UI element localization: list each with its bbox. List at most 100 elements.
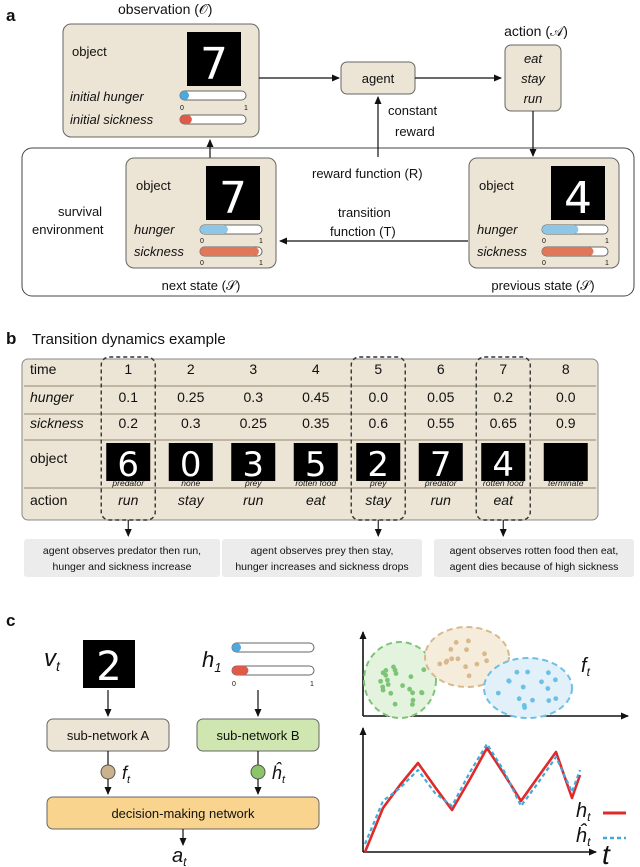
- h-hat-node: [250, 764, 266, 780]
- initial-sickness-bar: [179, 114, 247, 125]
- next-state-label: next state (𝒮): [162, 278, 241, 293]
- blue-point: [553, 677, 558, 683]
- cell-hunger: 0.25: [177, 389, 204, 405]
- object-digit-image: [418, 443, 463, 481]
- cell-hunger: 0.1: [119, 389, 139, 405]
- object-caption: prey: [244, 478, 262, 488]
- action-title: action (𝒜): [504, 23, 568, 39]
- cluster-points: [378, 638, 559, 710]
- h1-label: h1: [202, 647, 221, 675]
- previous-state-digit: 4: [564, 173, 592, 224]
- row-label-object: object: [30, 450, 67, 466]
- previous-state-hunger-label: hunger: [477, 222, 518, 237]
- object-digit-image: [543, 443, 588, 481]
- agent-label: agent: [362, 71, 395, 86]
- object-digit: 5: [305, 445, 327, 485]
- previous-state-object-label: object: [479, 178, 514, 193]
- cell-sickness: 0.3: [181, 415, 201, 431]
- row-label-time: time: [30, 361, 57, 377]
- blue-point: [516, 696, 522, 702]
- blue-point: [545, 686, 551, 691]
- green-point: [383, 672, 389, 678]
- scatter-f-t-label: ft: [581, 655, 591, 679]
- panel-c: c vt 2 h1 0 1 sub-network A sub-network …: [6, 611, 629, 867]
- object-digit: 2: [367, 445, 389, 485]
- cell-sickness: 0.2: [119, 415, 139, 431]
- green-cluster: [363, 641, 437, 719]
- tan-point: [464, 647, 469, 653]
- dynamics-table-columns: 10.10.26predatorrun20.250.30nonestay30.3…: [106, 361, 588, 508]
- cell-time: 8: [562, 361, 570, 377]
- green-point: [410, 697, 416, 703]
- panel-c-label: c: [6, 611, 15, 630]
- object-digit: 6: [117, 445, 139, 485]
- h-t-line: [363, 746, 582, 853]
- object-digit-image: [356, 443, 401, 481]
- cell-sickness: 0.6: [369, 415, 389, 431]
- bar-bottom-level-fill: [232, 666, 249, 675]
- t-axis-label: t: [602, 839, 611, 867]
- blue-point: [530, 697, 535, 703]
- note-line-1: agent observes rotten food then eat,: [450, 545, 619, 557]
- scale-min: 0: [200, 238, 204, 245]
- scale-min: 0: [542, 238, 546, 245]
- scale-max: 1: [259, 238, 263, 245]
- scale-min: 0: [200, 260, 204, 267]
- cell-sickness: 0.35: [302, 415, 329, 431]
- observation-title: observation (𝒪): [118, 1, 212, 17]
- cell-hunger: 0.0: [369, 389, 389, 405]
- cell-hunger: 0.2: [494, 389, 514, 405]
- panel-b: b Transition dynamics example timehunger…: [6, 329, 634, 577]
- scale-min: 0: [542, 260, 546, 267]
- previous-state-digit-image: [551, 166, 605, 220]
- cell-sickness: 0.65: [490, 415, 517, 431]
- scale-max: 1: [605, 260, 609, 267]
- next-state-hunger-label: hunger: [134, 222, 175, 237]
- object-caption: none: [181, 478, 200, 488]
- object-caption: predator: [111, 478, 145, 488]
- object-digit: 4: [492, 445, 514, 485]
- initial-sickness-level-fill: [180, 115, 192, 124]
- blue-point: [525, 669, 530, 675]
- tan-point: [466, 638, 471, 644]
- transition-function-label: function (T): [330, 224, 396, 239]
- tan-cluster: [424, 626, 510, 688]
- green-point: [391, 664, 396, 670]
- green-point: [378, 678, 383, 684]
- h-hat-t-line: [363, 742, 582, 845]
- subnet-b-label: sub-network B: [216, 728, 299, 743]
- environment-label: environment: [32, 222, 104, 237]
- cell-time: 7: [499, 361, 507, 377]
- cell-time: 1: [124, 361, 132, 377]
- green-point: [385, 677, 390, 683]
- dynamics-table-lines: [24, 385, 596, 489]
- note-line-2: hunger and sickness increase: [53, 561, 192, 573]
- green-point: [408, 674, 414, 680]
- cell-action: stay: [365, 492, 392, 508]
- tan-point: [484, 658, 489, 664]
- action-eat: eat: [524, 51, 543, 66]
- dynamics-table-highlights: [100, 356, 531, 537]
- f-t-node: [100, 764, 116, 780]
- next-state-sickness-bar: [199, 246, 263, 257]
- tan-point: [449, 656, 455, 662]
- blue-point: [553, 696, 559, 701]
- tan-point: [453, 640, 459, 645]
- cell-sickness: 0.55: [427, 415, 454, 431]
- previous-sickness-level-fill: [542, 247, 594, 256]
- next-sickness-level-fill: [200, 247, 259, 256]
- tan-point: [455, 656, 461, 662]
- green-point: [388, 690, 394, 696]
- object-digit-image: [168, 443, 213, 481]
- cell-action: run: [243, 492, 263, 508]
- h1-sickness-bar: [231, 665, 315, 676]
- observation-digit-image: [187, 32, 241, 86]
- object-digit-image: [481, 443, 526, 481]
- scale-max: 1: [244, 105, 248, 112]
